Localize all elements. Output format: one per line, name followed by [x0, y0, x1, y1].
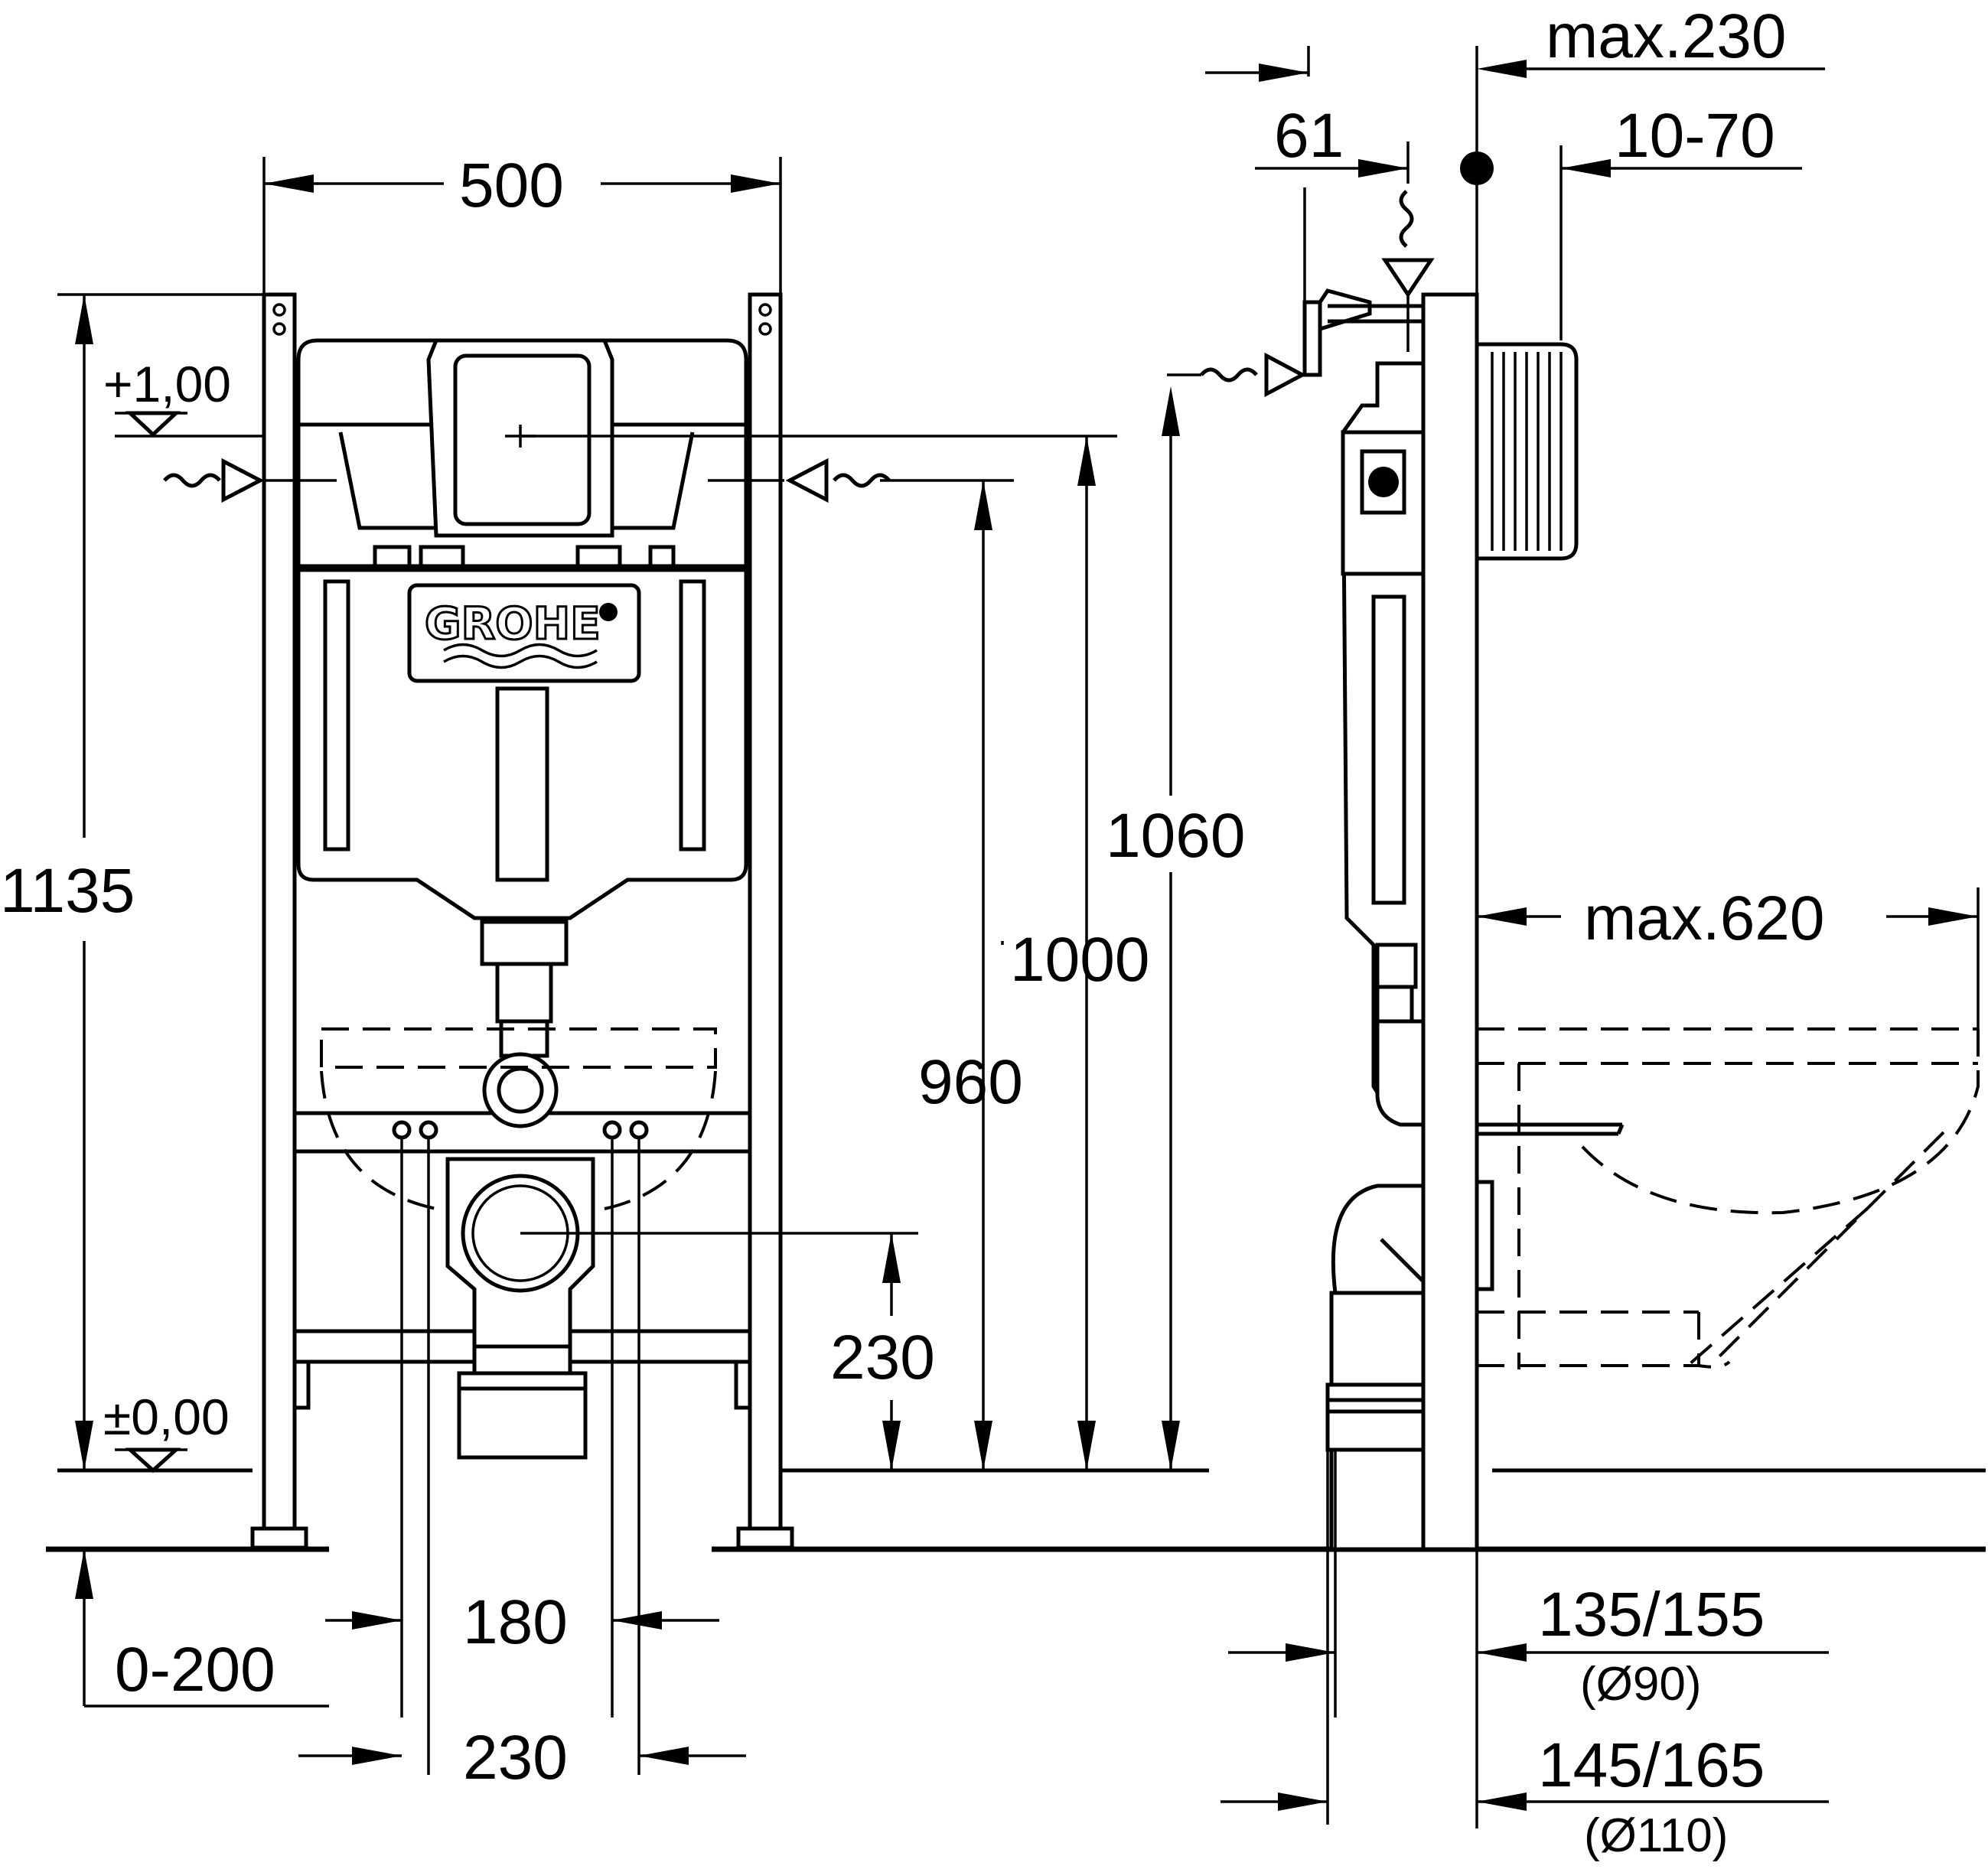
front-view: GROHE [0, 151, 1986, 1792]
dim-height-960: 960 [918, 1047, 1023, 1117]
level-zero-label: ±0,00 [103, 1389, 230, 1445]
brand-logo-text: GROHE [425, 597, 601, 650]
side-water-inlet-left-icon [1167, 352, 1307, 398]
dim-max-620: max.620 [1477, 884, 1980, 1029]
frame-right-post [734, 292, 794, 1550]
dim-230-horizontal-label: 230 [463, 1723, 568, 1792]
dim-1000-label: 1000 [1010, 925, 1149, 995]
dim-d90-label: (Ø90) [1580, 1658, 1701, 1711]
dim-d110-label: (Ø110) [1584, 1809, 1728, 1862]
dim-range-0-200: 0-200 [75, 1549, 329, 1708]
water-inlet-right-icon [708, 457, 1014, 503]
dim-spacing-180: 180 [325, 1587, 719, 1657]
side-toilet-pan [1475, 1027, 1980, 1371]
level-marker-top: +1,00 [103, 356, 264, 438]
side-cistern [1341, 361, 1426, 1119]
dim-61-label: 61 [1274, 101, 1344, 171]
dim-1060-label: 1060 [1106, 801, 1245, 871]
dim-max-230: max.230 [1205, 2, 1825, 295]
dim-max-230-label: max.230 [1546, 2, 1787, 71]
waste-outlet [445, 1157, 595, 1460]
flush-plate-opening [426, 338, 614, 538]
level-top-label: +1,00 [103, 356, 231, 412]
brand-logo: GROHE [407, 583, 641, 683]
dim-height-1000: 1000 [974, 480, 1149, 1470]
dim-10-70-label: 10-70 [1615, 101, 1775, 171]
side-actuator-plate [1475, 342, 1579, 561]
dim-height-230: 230 [520, 1232, 935, 1470]
dim-pipe-135-155: 135/155 (Ø90) [1228, 1450, 1829, 1828]
flush-pipe [480, 920, 569, 1128]
dim-width-500: 500 [262, 151, 782, 295]
dim-pipe-145-165: 145/165 (Ø110) [1221, 1450, 1829, 1862]
water-inlet-left-icon [163, 457, 337, 503]
dim-145-165-label: 145/165 [1538, 1731, 1765, 1800]
dim-500-label: 500 [459, 151, 564, 220]
dim-230-vertical-label: 230 [830, 1323, 935, 1392]
dim-height-1135: 1135 [0, 293, 264, 1470]
dim-960-label: 960 [918, 1047, 1023, 1117]
side-water-inlet-top-icon [1381, 190, 1435, 352]
dim-range-10-70: 10-70 [1460, 101, 1802, 340]
side-view: max.230 61 10-70 max.620 [1167, 2, 1980, 1862]
dim-0-200-label: 0-200 [115, 1635, 275, 1705]
side-flush-pipe [1375, 943, 1426, 1127]
dim-spacing-230: 230 [298, 1723, 746, 1792]
side-frame-column [1421, 292, 1479, 1552]
dim-max-620-label: max.620 [1584, 884, 1825, 953]
dim-135-155-label: 135/155 [1538, 1580, 1765, 1649]
side-waste-elbow [1325, 1184, 1426, 1552]
dim-180-label: 180 [463, 1587, 568, 1657]
bowl-outline [320, 1027, 717, 1210]
dim-height-1060: 1060 [520, 386, 1245, 1470]
dim-1135-label: 1135 [0, 856, 135, 926]
frame-left-post [250, 292, 311, 1550]
level-marker-zero: ±0,00 [103, 1389, 230, 1473]
dim-depth-61: 61 [1255, 101, 1410, 302]
